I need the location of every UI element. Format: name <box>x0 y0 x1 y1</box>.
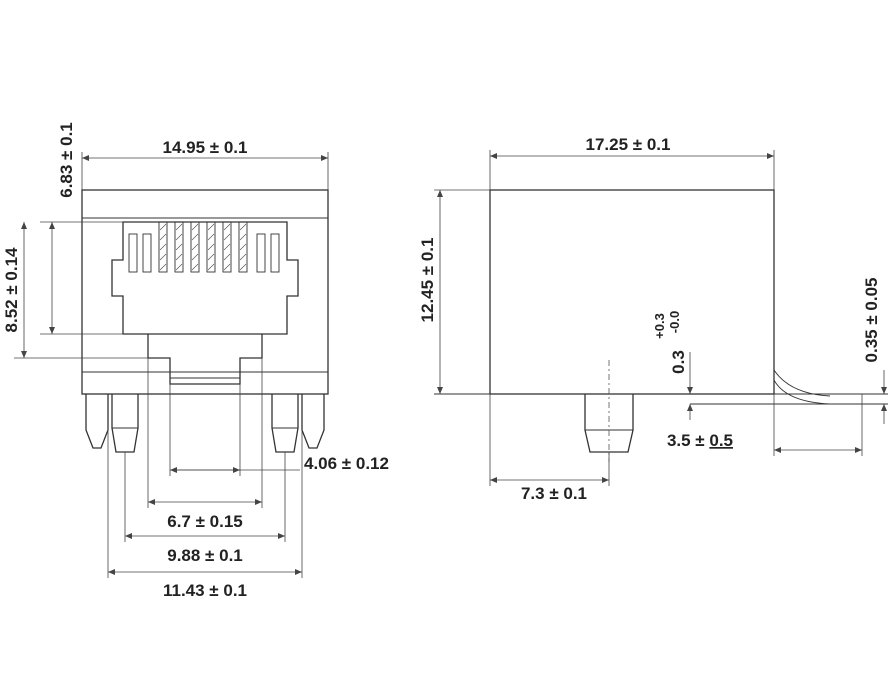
side-view: 17.25 ± 0.1 12.45 ± 0.1 0.3 +0.3 -0.0 0.… <box>418 135 888 503</box>
contact-finger <box>222 221 232 273</box>
contact-finger <box>238 221 248 273</box>
label-standoff: 0.3 <box>669 350 688 374</box>
bent-lead-upper <box>773 369 831 397</box>
contact-finger <box>128 233 138 273</box>
label-lead-length-value: 3.5 ± <box>667 431 709 450</box>
front-pins <box>85 394 325 453</box>
label-pin-span-2: 9.88 ± 0.1 <box>167 546 243 565</box>
front-view: 14.95 ± 0.1 6.83 ± 0.1 8.52 ± 0.14 4.06 … <box>2 122 389 600</box>
contact-finger <box>174 221 184 273</box>
label-pin-inner: 4.06 ± 0.12 <box>304 454 389 473</box>
label-lead-length-tol: 0.5 <box>709 431 733 450</box>
label-pin-span-1: 6.7 ± 0.15 <box>167 512 243 531</box>
label-standoff-tol-plus: +0.3 <box>652 313 667 339</box>
label-lead-length: 3.5 ± 0.5 <box>667 431 733 450</box>
contact-finger <box>158 221 168 273</box>
contact-finger <box>270 233 280 273</box>
front-housing-outline <box>81 189 329 395</box>
side-housing-outline <box>489 189 775 395</box>
side-extension-lines <box>434 150 863 486</box>
contact-finger <box>190 221 200 273</box>
contact-finger <box>142 233 152 273</box>
contact-fingers <box>128 221 280 273</box>
label-post-offset: 7.3 ± 0.1 <box>521 484 587 503</box>
contact-hatching <box>159 223 247 271</box>
label-height-top: 6.83 ± 0.1 <box>57 122 76 198</box>
contact-finger <box>256 233 266 273</box>
label-height-side: 8.52 ± 0.14 <box>2 247 21 332</box>
bent-lead-lower <box>773 379 831 405</box>
jack-opening-outline <box>111 221 299 335</box>
board-lock-pin-left <box>85 394 109 449</box>
board-lock-pin-right <box>301 394 325 449</box>
contact-finger <box>206 221 216 273</box>
label-lead-thickness: 0.35 ± 0.05 <box>862 278 881 363</box>
mount-post-right <box>271 394 299 453</box>
latch-slot-outline <box>147 334 263 385</box>
mount-post-left <box>111 394 139 453</box>
label-width-total: 14.95 ± 0.1 <box>163 138 248 157</box>
label-length-total: 17.25 ± 0.1 <box>586 135 671 154</box>
label-standoff-tol-minus: -0.0 <box>667 311 682 333</box>
label-height-total: 12.45 ± 0.1 <box>418 238 437 323</box>
label-pin-span-3: 11.43 ± 0.1 <box>163 581 247 600</box>
